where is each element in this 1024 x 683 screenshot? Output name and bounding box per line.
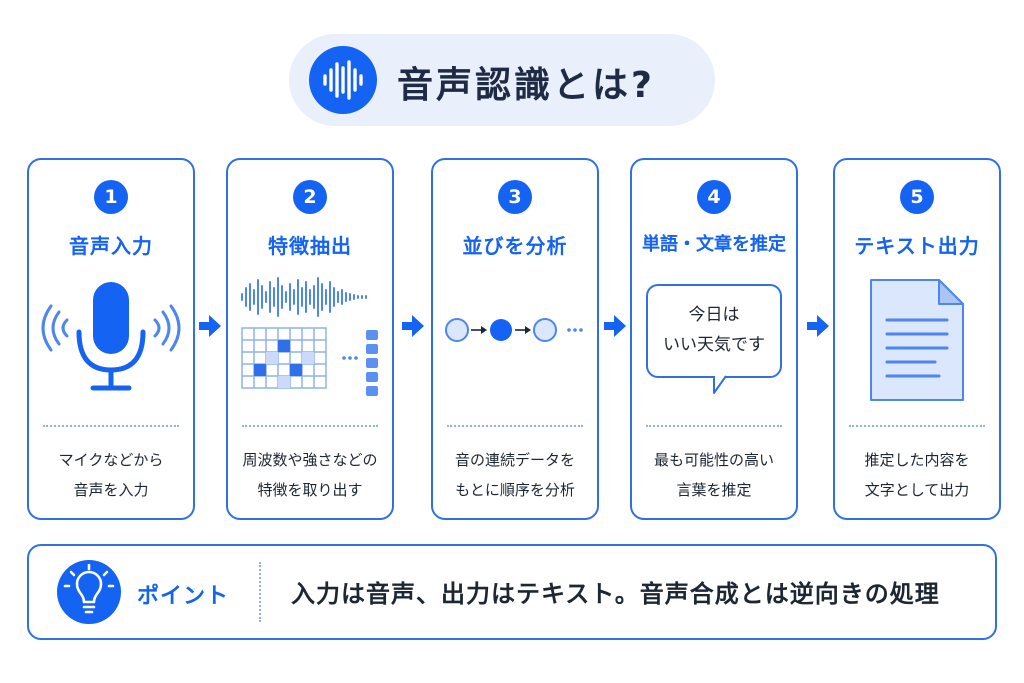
step-number: 3 — [498, 180, 532, 214]
step-number: 2 — [293, 180, 327, 214]
step-title: 特徴抽出 — [268, 234, 352, 258]
step-description: 音の連続データを もとに順序を分析 — [454, 451, 575, 499]
speech-bubble: 今日は いい天気です — [632, 270, 796, 410]
point-label: ポイント — [137, 584, 230, 609]
step-description: 最も可能性の高い 言葉を推定 — [653, 451, 774, 499]
page-title: 音声認識とは? — [397, 65, 655, 106]
step-card-3: 3 並びを分析 音の連続データを もとに順序を分析 — [431, 158, 599, 520]
sound-wave-icon — [309, 46, 377, 114]
point-text: 入力は音声、出力はテキスト。音声合成とは逆向きの処理 — [291, 580, 940, 608]
speech-bubble-text: 今日は いい天気です — [646, 284, 782, 378]
divider — [646, 425, 782, 427]
microphone-icon — [41, 282, 181, 391]
arrow-right-icon — [199, 315, 221, 337]
title-pill: 音声認識とは? — [289, 34, 715, 126]
step-card-1: 1 音声入力 マイクなどから 音声を入力 — [27, 158, 195, 520]
step-title: テキスト出力 — [854, 234, 980, 258]
arrow-right-icon — [807, 315, 829, 337]
step-description: マイクなどから 音声を入力 — [58, 451, 164, 499]
step-title: 音声入力 — [69, 234, 153, 258]
divider — [259, 562, 261, 622]
step-title: 単語・文章を推定 — [642, 234, 786, 255]
point-box: ポイント 入力は音声、出力はテキスト。音声合成とは逆向きの処理 — [27, 544, 997, 640]
step-number: 1 — [94, 180, 128, 214]
step-card-4: 4 単語・文章を推定 今日は いい天気です 最も可能性の高い 言葉を推定 — [630, 158, 798, 520]
divider — [43, 425, 179, 427]
step-card-2: 2 特徴抽出 — [226, 158, 394, 520]
divider — [849, 425, 985, 427]
divider — [242, 425, 378, 427]
sequence-nodes-icon — [445, 318, 583, 342]
arrow-right-icon — [402, 315, 424, 337]
step-card-5: 5 テキスト出力 推定した内容を 文字として出力 — [833, 158, 1001, 520]
document-icon — [870, 279, 964, 401]
step-description: 推定した内容を 文字として出力 — [864, 451, 970, 499]
step-number: 4 — [697, 180, 731, 214]
step-title: 並びを分析 — [462, 234, 568, 258]
speech-bubble-tail-icon — [713, 375, 727, 394]
step-description: 周波数や強さなどの 特徴を取り出す — [242, 451, 378, 499]
spectrogram-icon — [241, 277, 378, 396]
lightbulb-icon — [57, 560, 121, 624]
arrow-right-icon — [604, 315, 626, 337]
divider — [447, 425, 583, 427]
step-number: 5 — [900, 180, 934, 214]
